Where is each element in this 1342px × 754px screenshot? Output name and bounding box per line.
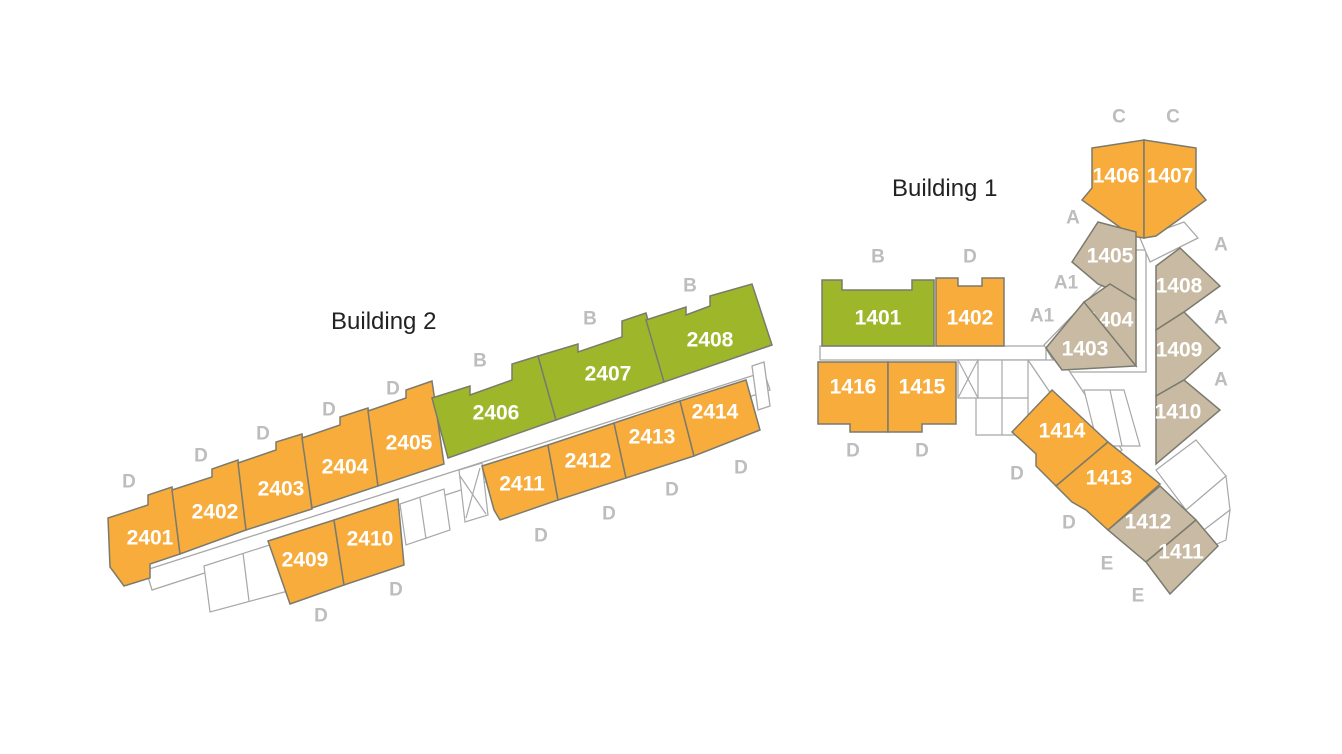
unit-number: 1402 (947, 307, 994, 330)
unit-2403[interactable]: 2403 (237, 433, 313, 531)
unit-number: 2406 (473, 402, 520, 425)
unit-type-label: A1 (1054, 273, 1079, 294)
unit-1405[interactable]: 1405 (1071, 221, 1137, 302)
unit-1407[interactable]: 1407 (1143, 139, 1208, 239)
unit-number: 2403 (258, 478, 305, 501)
unit-2413[interactable]: 2413 (613, 400, 695, 479)
unit-number: 1407 (1147, 165, 1194, 188)
unit-number: 2404 (322, 456, 369, 479)
unit-number: 2407 (585, 363, 632, 386)
building-2-title: Building 2 (331, 308, 436, 335)
unit-1402[interactable]: 1402 (935, 277, 1005, 347)
unit-2402[interactable]: 2402 (171, 458, 247, 556)
corridor (819, 345, 1047, 361)
stair (399, 488, 451, 546)
unit-2407[interactable]: 2407 (537, 312, 665, 421)
unit-number: 2412 (565, 450, 612, 473)
unit-type-label: D (314, 606, 328, 627)
unit-number: 1411 (1158, 541, 1204, 564)
unit-1416[interactable]: 1416 (817, 361, 889, 433)
unit-number: 1406 (1093, 165, 1140, 188)
unit-number: 2414 (692, 401, 739, 424)
unit-2406[interactable]: 2406 (431, 355, 557, 459)
unit-type-label: D (846, 441, 860, 462)
unit-number: 1403 (1062, 338, 1109, 361)
unit-type-label: D (734, 458, 748, 479)
unit-number: 2402 (192, 501, 239, 524)
unit-2411[interactable]: 2411 (481, 444, 559, 521)
unit-1409[interactable]: 1409 (1155, 311, 1222, 398)
unit-number: 1401 (855, 307, 902, 330)
unit-type-label: E (1101, 554, 1114, 575)
unit-number: 2401 (127, 527, 174, 550)
unit-number: 1413 (1086, 467, 1133, 490)
stair-divider (419, 497, 427, 540)
unit-type-label: A1 (1030, 306, 1055, 327)
unit-type-label: D (386, 379, 400, 400)
unit-number: 2413 (629, 426, 676, 449)
unit-number: 1409 (1156, 339, 1203, 362)
unit-number: 1415 (899, 376, 946, 399)
unit-type-label: B (871, 247, 885, 268)
unit-type-label: D (389, 580, 403, 601)
unit-1401[interactable]: 1401 (821, 279, 935, 347)
unit-type-label: E (1132, 586, 1145, 607)
unit-2410[interactable]: 2410 (333, 497, 405, 586)
unit-type-label: D (194, 446, 208, 467)
corridor (751, 361, 771, 411)
unit-number: 2411 (499, 473, 545, 496)
unit-type-label: C (1112, 107, 1126, 128)
unit-number: 1405 (1087, 245, 1134, 268)
unit-1406[interactable]: 1406 (1080, 139, 1145, 239)
unit-1403[interactable]: 1403 (1045, 300, 1138, 371)
unit-type-label: D (256, 424, 270, 445)
unit-type-label: D (915, 441, 929, 462)
unit-2412[interactable]: 2412 (547, 422, 627, 501)
elevator (458, 462, 489, 523)
unit-2408[interactable]: 2408 (645, 283, 773, 383)
unit-type-label: A (1214, 370, 1228, 391)
unit-type-label: D (602, 504, 616, 525)
unit-type-label: D (322, 400, 336, 421)
unit-2404[interactable]: 2404 (301, 407, 379, 509)
unit-1413[interactable]: 1413 (1054, 441, 1162, 532)
building-2: 2401 2402 2403 2404 2405 2406 2407 2408 (107, 276, 773, 627)
unit-type-label: A (1214, 235, 1228, 256)
unit-number: 2410 (347, 528, 394, 551)
unit-type-label: D (534, 526, 548, 547)
unit-type-label: B (583, 309, 597, 330)
elevator (957, 359, 979, 399)
unit-number: 2408 (687, 329, 734, 352)
unit-number: 1416 (830, 376, 877, 399)
unit-type-label: D (665, 480, 679, 501)
unit-2414[interactable]: 2414 (679, 379, 761, 458)
unit-number: 1414 (1039, 420, 1086, 443)
building-1-title: Building 1 (892, 175, 997, 202)
unit-type-label: D (1062, 513, 1076, 534)
unit-1415[interactable]: 1415 (887, 361, 957, 433)
unit-type-label: D (963, 247, 977, 268)
stair-divider (242, 552, 250, 602)
unit-type-label: B (473, 351, 487, 372)
unit-2401[interactable]: 2401 (107, 485, 181, 587)
unit-1410[interactable]: 1410 (1155, 379, 1222, 466)
corridor (1139, 221, 1200, 263)
unit-number: 1410 (1155, 401, 1202, 424)
unit-number: 2405 (386, 432, 433, 455)
unit-number: 1412 (1125, 511, 1172, 534)
unit-type-label: C (1166, 107, 1180, 128)
stair-divider (1109, 389, 1123, 447)
unit-type-label: D (1010, 464, 1024, 485)
unit-2405[interactable]: 2405 (367, 379, 445, 487)
unit-type-label: B (683, 276, 697, 297)
unit-type-label: A (1066, 208, 1080, 229)
unit-type-label: A (1214, 308, 1228, 329)
unit-number: 1408 (1156, 275, 1203, 298)
unit-1408[interactable]: 1408 (1155, 247, 1222, 332)
unit-number: 2409 (282, 549, 329, 572)
unit-1411[interactable]: 1411 (1144, 518, 1220, 596)
building-1: 1401 1402 1416 1415 1406 1407 1405 1404 (817, 107, 1231, 607)
unit-type-label: D (122, 472, 136, 493)
